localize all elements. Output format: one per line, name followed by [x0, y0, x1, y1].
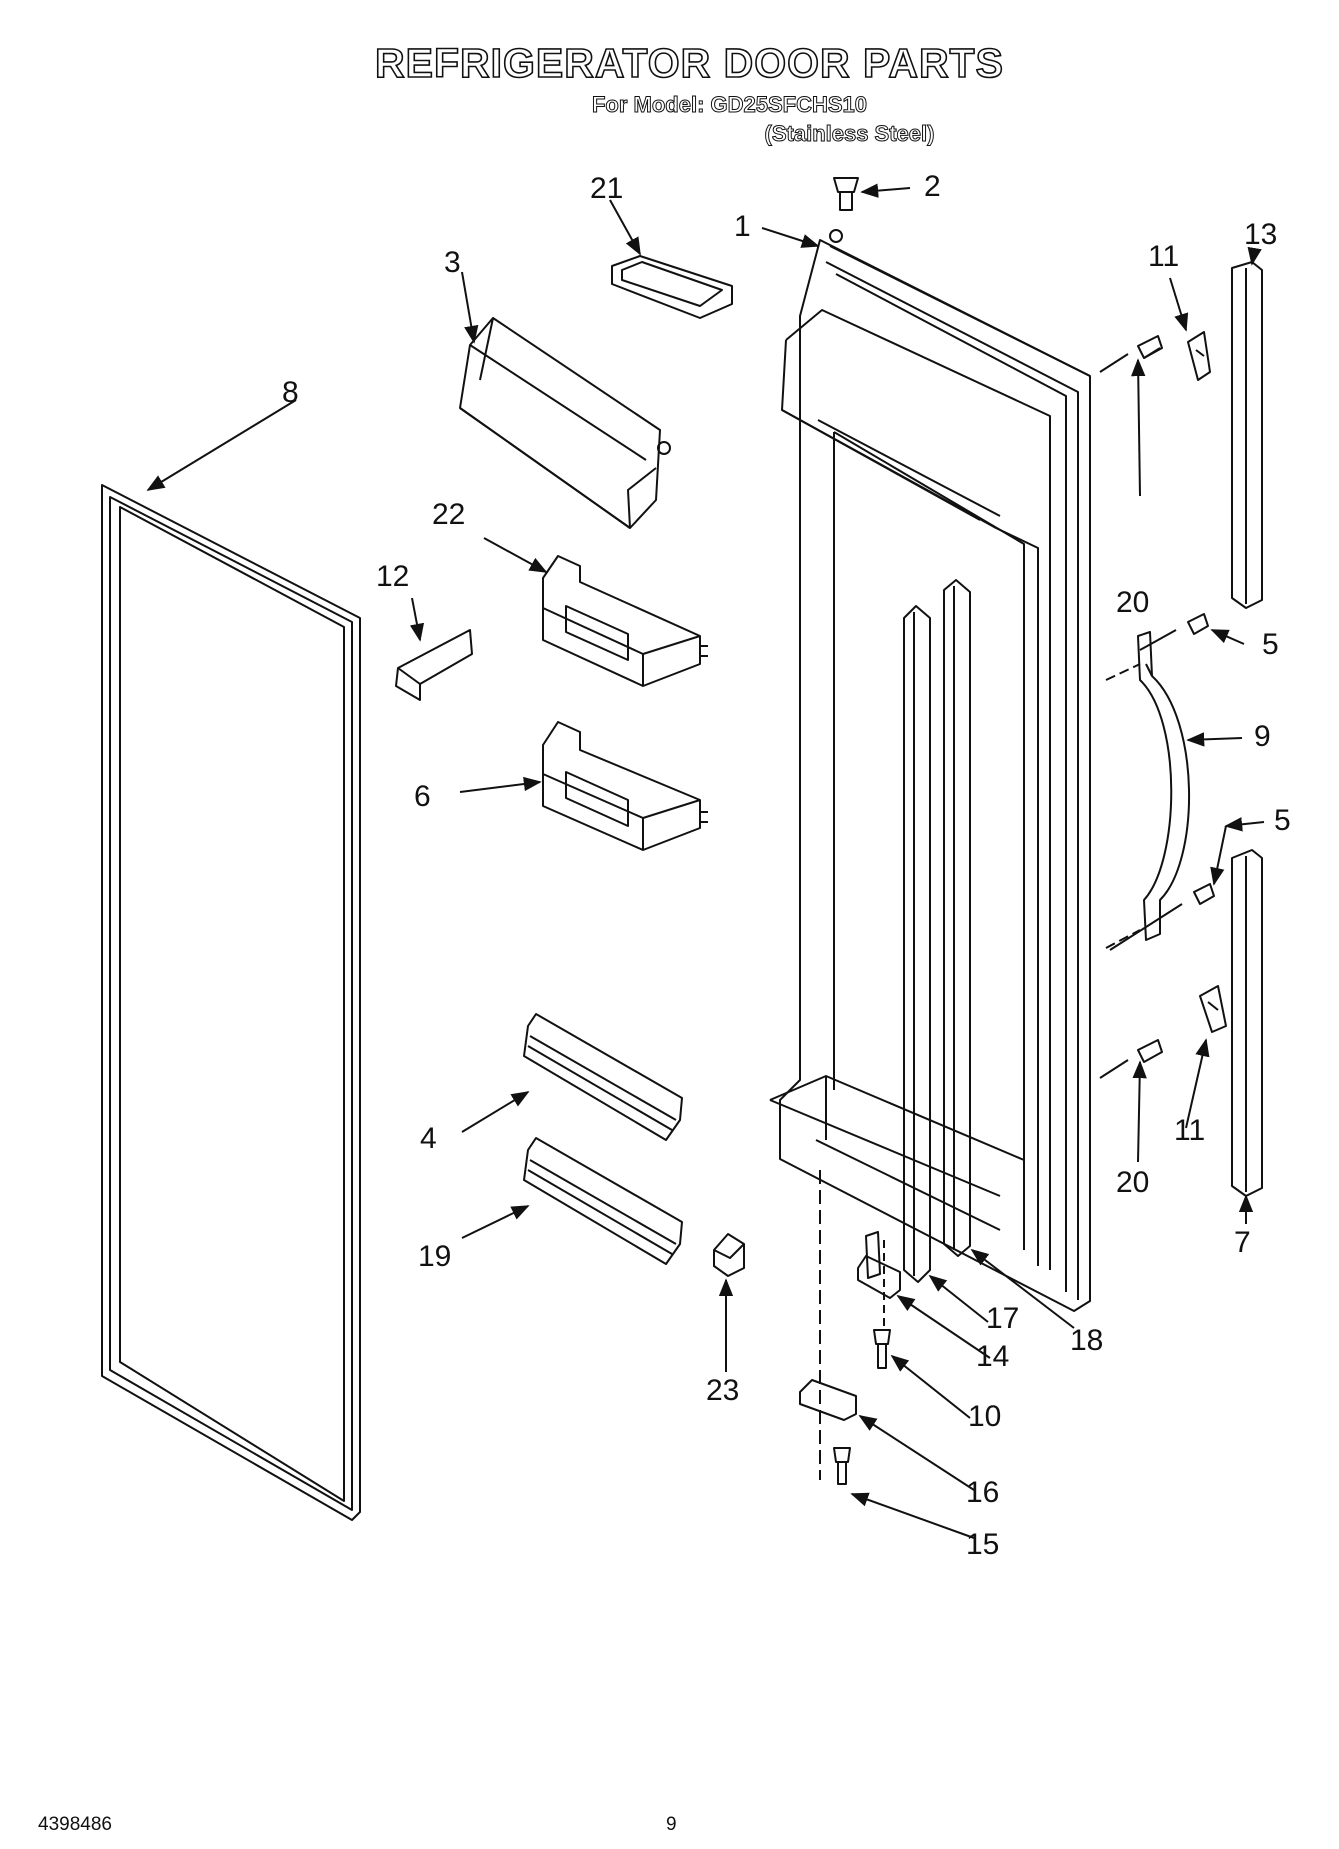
- callout-8: 8: [282, 376, 299, 409]
- clip-part-23: [713, 1233, 745, 1277]
- shelf-rail-part-4: [523, 1013, 683, 1141]
- channel-part-17: [903, 605, 931, 1283]
- callout-7: 7: [1234, 1226, 1251, 1259]
- callout-9: 9: [1254, 720, 1271, 753]
- callout-11-upper: 11: [1148, 240, 1179, 273]
- callout-20-lower: 20: [1116, 1166, 1149, 1199]
- clip-part-11-lower: [1199, 985, 1227, 1033]
- document-number: 4398486: [38, 1814, 112, 1835]
- door-shelf-part-6: [542, 721, 708, 851]
- callout-14: 14: [976, 1340, 1009, 1373]
- screw-part-20-upper: [1099, 335, 1163, 373]
- callout-16: 16: [966, 1476, 999, 1509]
- door-shelf-part-22: [542, 555, 708, 687]
- door-handle-part-9: [1137, 631, 1191, 941]
- hinge-pin-part-14: [857, 1231, 901, 1299]
- callout-12: 12: [376, 560, 409, 593]
- callout-11-lower: 11: [1174, 1114, 1205, 1147]
- trim-strip-part-13: [1231, 261, 1263, 609]
- callout-6: 6: [414, 780, 431, 813]
- callout-17: 17: [986, 1302, 1019, 1335]
- callout-15: 15: [966, 1528, 999, 1561]
- screw-part-5-lower: [1109, 883, 1215, 951]
- callout-1: 1: [734, 210, 751, 243]
- clip-part-11-upper: [1187, 331, 1211, 381]
- channel-part-18: [943, 579, 971, 1257]
- screw-part-15: [833, 1447, 851, 1485]
- trim-strip-part-7: [1231, 849, 1263, 1197]
- callout-20-upper: 20: [1116, 586, 1149, 619]
- callout-5-lower: 5: [1274, 804, 1291, 837]
- bracket-part-12: [395, 629, 473, 701]
- callout-3: 3: [444, 246, 461, 279]
- callout-13: 13: [1244, 218, 1277, 251]
- page-number: 9: [666, 1814, 677, 1835]
- callout-10: 10: [968, 1400, 1001, 1433]
- callout-4: 4: [420, 1122, 437, 1155]
- screw-part-20-lower: [1099, 1039, 1163, 1079]
- door-bin-part-3: [459, 317, 671, 529]
- dairy-cup-part-21: [611, 255, 733, 319]
- hinge-bracket-part-16: [799, 1379, 857, 1421]
- callout-18: 18: [1070, 1324, 1103, 1357]
- callout-21: 21: [590, 172, 623, 205]
- door-liner-part-1: [769, 229, 1091, 1312]
- callout-23: 23: [706, 1374, 739, 1407]
- door-gasket-part-8: [101, 484, 361, 1521]
- model-line: For Model: GD25SFCHS10: [591, 92, 868, 118]
- screw-part-10: [873, 1329, 891, 1369]
- callout-2: 2: [924, 170, 941, 203]
- screw-part-2: [833, 177, 859, 211]
- callout-22: 22: [432, 498, 465, 531]
- screw-part-5-upper: [1139, 613, 1209, 651]
- callout-19: 19: [418, 1240, 451, 1273]
- shelf-rail-part-19: [523, 1137, 683, 1265]
- finish-line: (Stainless Steel): [764, 121, 935, 147]
- callout-5-upper: 5: [1262, 628, 1279, 661]
